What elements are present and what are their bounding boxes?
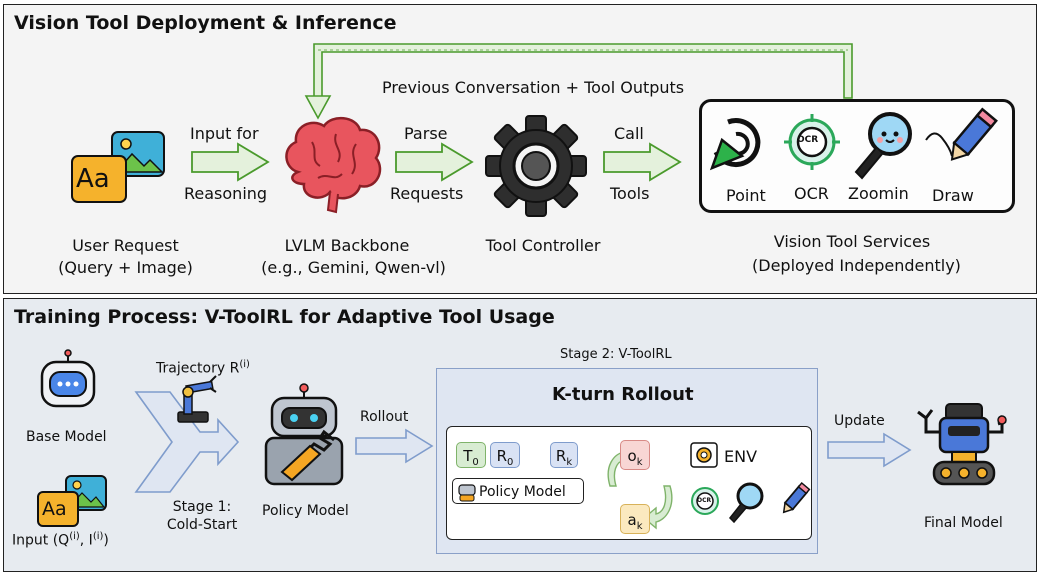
input-aa-text: Aa xyxy=(42,498,67,520)
input-label-c: ) xyxy=(103,532,109,549)
ak-chip: ak xyxy=(620,504,650,534)
user-request-label: User Request xyxy=(72,236,179,255)
arrow-call xyxy=(603,142,682,182)
tool-ocr-label: OCR xyxy=(794,184,829,203)
services-label: Vision Tool Services xyxy=(773,232,931,251)
trajectory-text: Trajectory R xyxy=(156,360,240,377)
robot-head-icon xyxy=(40,349,96,408)
feedback-loop-arrow xyxy=(304,43,853,120)
rollout-label: Rollout xyxy=(360,409,409,425)
stage1-merge-arrow xyxy=(134,391,240,493)
rk-chip: Rk xyxy=(550,442,578,468)
mini-robot-icon xyxy=(458,484,476,502)
inner-policy-text: Policy Model xyxy=(479,484,566,500)
ok-text: o xyxy=(627,447,637,465)
arrow-input xyxy=(191,142,270,182)
user-request-sublabel: (Query + Image) xyxy=(58,258,193,277)
stage2-label: Stage 2: V-ToolRL xyxy=(560,347,672,362)
user-request-icon: Aa xyxy=(70,130,170,210)
arrow-call-bottom: Tools xyxy=(610,184,650,203)
training-title: Training Process: V-ToolRL for Adaptive … xyxy=(14,306,555,328)
policy-robot-icon xyxy=(264,383,344,486)
text-icon xyxy=(71,155,127,203)
tool-zoomin-label: Zoomin xyxy=(848,184,909,203)
aa-text: Aa xyxy=(76,164,110,194)
policy-model-label: Policy Model xyxy=(262,503,349,519)
r0-sub: 0 xyxy=(507,457,514,468)
input-image-icon xyxy=(37,475,107,527)
backbone-sublabel: (e.g., Gemini, Qwen-vl) xyxy=(261,258,446,277)
r0-text: R xyxy=(496,447,508,465)
stage1-label: Stage 1: xyxy=(172,499,232,515)
draw-small-icon xyxy=(782,481,811,514)
tool-point-label: Point xyxy=(726,186,766,205)
input-icon: Aa xyxy=(36,474,116,530)
trajectory-label: Trajectory R(i) xyxy=(156,356,250,378)
arrow-input-top: Input for xyxy=(190,124,259,143)
final-model-label: Final Model xyxy=(924,515,1003,531)
arrow-input-bottom: Reasoning xyxy=(184,184,268,203)
env-label: ENV xyxy=(724,447,758,466)
kturn-title: K-turn Rollout xyxy=(552,384,694,405)
ok-sub: k xyxy=(636,457,643,468)
backbone-label: LVLM Backbone xyxy=(284,236,410,255)
feedback-label: Previous Conversation + Tool Outputs xyxy=(382,78,685,97)
arrow-call-top: Call xyxy=(614,124,644,143)
controller-label: Tool Controller xyxy=(485,236,601,255)
zoomin-icon xyxy=(854,112,912,180)
env-icon xyxy=(690,442,718,468)
point-icon xyxy=(709,118,761,171)
trajectory-sup: (i) xyxy=(239,359,250,370)
t0-chip: T0 xyxy=(456,442,486,468)
input-label-sup1: (i) xyxy=(69,531,80,542)
rk-text: R xyxy=(555,447,567,465)
draw-icon xyxy=(925,107,998,161)
rollout-arrow xyxy=(355,428,434,464)
r0-chip: R0 xyxy=(490,442,520,468)
deployment-title: Vision Tool Deployment & Inference xyxy=(14,12,397,34)
ak-sub: k xyxy=(636,521,643,532)
ocr-small-text: OCR xyxy=(697,497,712,504)
stage1-sublabel: Cold-Start xyxy=(166,517,238,533)
update-label: Update xyxy=(834,413,885,429)
brain-icon xyxy=(285,117,382,214)
tool-draw-label: Draw xyxy=(932,186,974,205)
arrow-parse xyxy=(395,142,474,182)
rk-sub: k xyxy=(566,457,573,468)
input-label-b: , I xyxy=(79,532,93,549)
services-sublabel: (Deployed Independently) xyxy=(752,256,961,275)
ocr-small-icon xyxy=(691,487,719,515)
final-robot-icon xyxy=(917,403,1007,486)
input-label-sup2: (i) xyxy=(92,531,104,542)
arrow-parse-bottom: Requests xyxy=(390,184,464,203)
ok-chip: ok xyxy=(620,440,650,470)
ak-text: a xyxy=(627,511,637,529)
input-label: Input (Q(i), I(i)) xyxy=(12,528,109,550)
update-arrow xyxy=(827,432,912,468)
base-model-label: Base Model xyxy=(26,429,107,445)
input-label-a: Input (Q xyxy=(12,532,70,549)
gear-icon xyxy=(485,115,587,217)
zoomin-small-icon xyxy=(728,482,764,524)
ocr-icon xyxy=(784,114,840,170)
arrow-parse-top: Parse xyxy=(404,124,448,143)
ocr-icon-text: OCR xyxy=(797,135,819,145)
robot-arm-icon xyxy=(177,375,217,423)
t0-sub: 0 xyxy=(472,457,479,468)
t0-text: T xyxy=(463,447,473,465)
